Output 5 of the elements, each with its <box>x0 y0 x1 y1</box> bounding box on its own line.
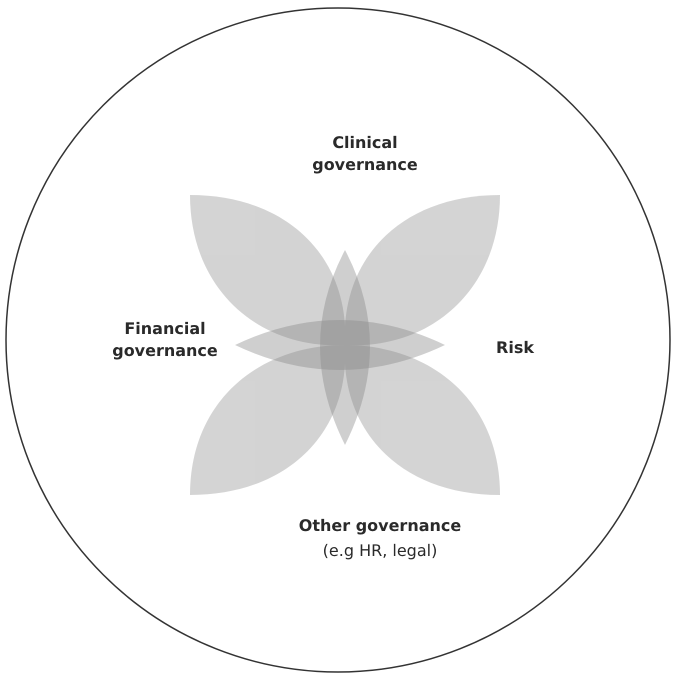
set-label: Other governance <box>298 515 462 537</box>
set-label: Risk <box>495 337 536 359</box>
note-text: (e.g HR, legal) <box>322 540 438 562</box>
set-label: Financial governance <box>111 318 219 362</box>
set-label: Clinical governance <box>311 132 419 176</box>
